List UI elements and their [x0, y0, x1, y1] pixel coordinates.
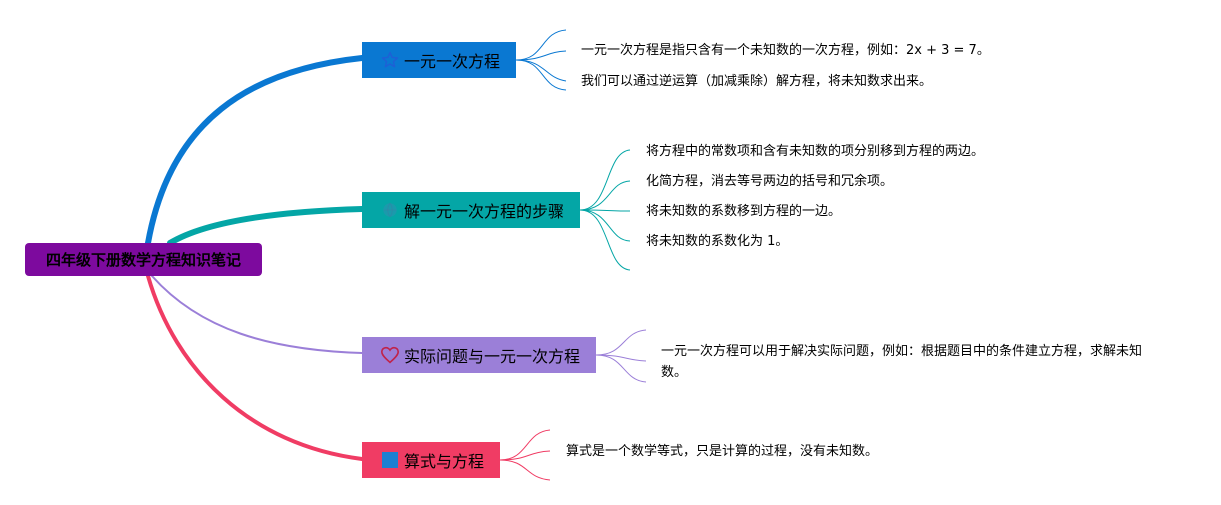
- heart-icon: [380, 345, 400, 365]
- leaf-text: 算式是一个数学等式，只是计算的过程，没有未知数。: [566, 444, 879, 459]
- branch-label: 一元一次方程: [404, 52, 501, 71]
- branch-node-linear-equation[interactable]: 一元一次方程: [362, 42, 516, 78]
- branch-connector-1: [145, 55, 365, 246]
- branch-label: 解一元一次方程的步骤: [404, 202, 565, 221]
- root-title: 四年级下册数学方程知识笔记: [45, 251, 241, 269]
- leaf-text: 将未知数的系数移到方程的一边。: [646, 204, 842, 219]
- branch-node-expression-vs-equation[interactable]: 算式与方程: [362, 442, 500, 478]
- leaf-text: 一元一次方程可以用于解决实际问题，例如：根据题目中的条件建立方程，求解未知数。: [661, 344, 1143, 380]
- branch-connector-4: [146, 274, 364, 461]
- leaf-connectors-1: [515, 29, 567, 91]
- leaf-connectors-4: [499, 429, 551, 481]
- branch-label: 实际问题与一元一次方程: [404, 347, 581, 366]
- branch-connector-3: [151, 275, 363, 354]
- star-icon: [380, 50, 400, 70]
- branch-node-practical-problems[interactable]: 实际问题与一元一次方程: [362, 337, 596, 373]
- branch-node-solving-steps[interactable]: 解一元一次方程的步骤: [362, 192, 580, 228]
- square-icon: [380, 450, 400, 470]
- leaf-text: 我们可以通过逆运算（加减乘除）解方程，将未知数求出来。: [581, 74, 933, 89]
- leaf-text: 一元一次方程是指只含有一个未知数的一次方程，例如：2x + 3 = 7。: [581, 43, 990, 58]
- leaf-text: 将未知数的系数化为 1。: [646, 234, 789, 249]
- leaf-text: 化简方程，消去等号两边的括号和冗余项。: [646, 174, 894, 189]
- leaf-text: 将方程中的常数项和含有未知数的项分别移到方程的两边。: [646, 144, 985, 159]
- root-node[interactable]: 四年级下册数学方程知识笔记: [25, 243, 262, 276]
- branch-connector-2: [167, 206, 365, 246]
- leaf-connectors-2: [579, 149, 631, 271]
- branch-label: 算式与方程: [404, 452, 485, 471]
- leaf-connectors-3: [595, 329, 647, 383]
- globe-icon: [380, 200, 400, 220]
